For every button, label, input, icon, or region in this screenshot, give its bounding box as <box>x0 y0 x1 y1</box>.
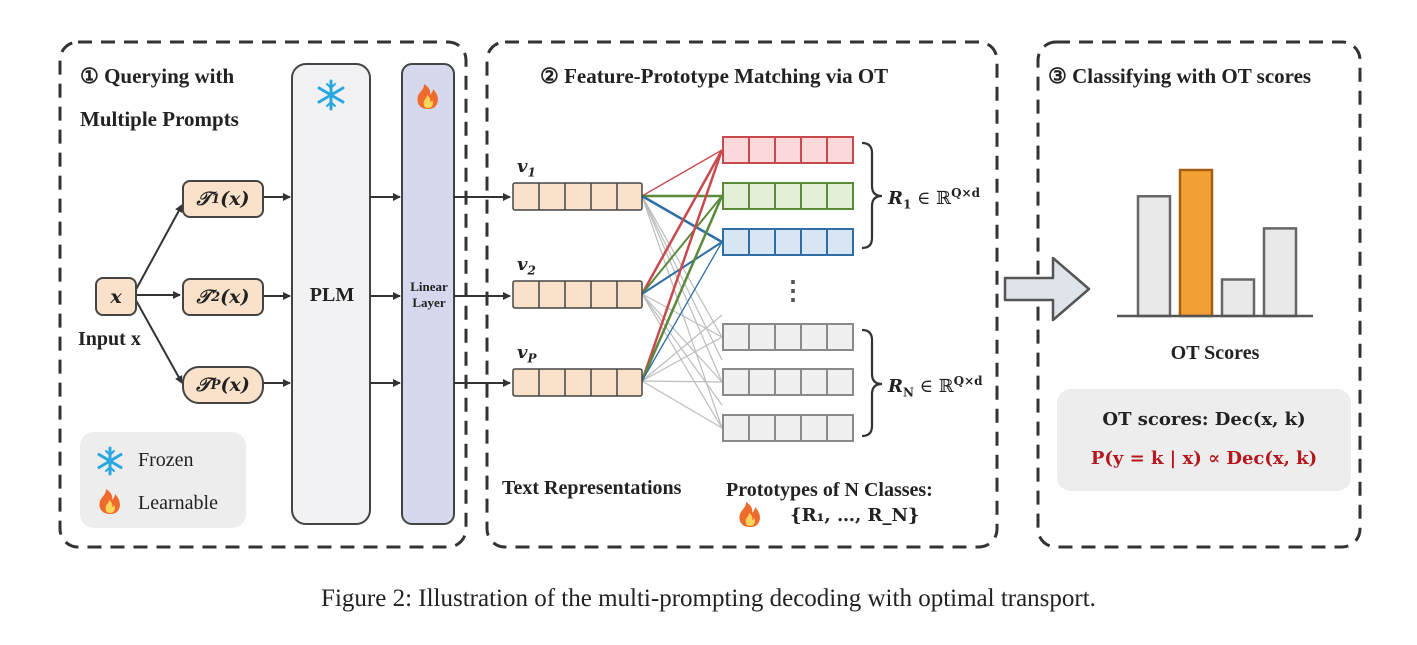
big-arrow <box>1003 256 1091 322</box>
prompt-1-T: 𝒯 <box>196 188 212 210</box>
brace-rn <box>861 328 883 438</box>
formula-box <box>1057 389 1351 491</box>
fire-icon-legend <box>99 489 120 514</box>
panel3-number: ③ <box>1048 64 1067 88</box>
legend-box <box>80 432 246 528</box>
v1-sub: 1 <box>527 165 536 180</box>
prototype-row-red <box>722 136 854 164</box>
ot-score-bar-2 <box>1178 168 1214 318</box>
rn-R: R <box>888 376 903 397</box>
prototype-row-green <box>722 182 854 210</box>
prompt-1-sub: 1 <box>211 191 221 207</box>
linear-layer-box <box>401 63 455 525</box>
ot-score-bars <box>1136 168 1298 318</box>
panel2-title-text: Feature-Prototype Matching via OT <box>564 64 889 88</box>
input-branch-lines <box>132 204 183 384</box>
prototypes-set: {R₁, …, R_N} <box>790 505 920 526</box>
formula-line1: OT scores: Dec(x, k) <box>1102 409 1306 430</box>
rn-label: RN ∈ ℝQ×d <box>888 374 983 400</box>
ot-score-bar-1 <box>1136 195 1172 318</box>
ot-score-bar-4 <box>1262 227 1298 318</box>
panel3-title: ③ Classifying with OT scores <box>1048 64 1311 89</box>
panel2-number: ② <box>540 64 559 88</box>
r1-R: R <box>888 188 903 209</box>
r1-rest: ∈ ℝ <box>911 188 952 209</box>
prompt-2-arg: (x) <box>220 286 250 308</box>
panel3-title-text: Classifying with OT scores <box>1072 64 1312 88</box>
ellipsis-dots: ⋮ <box>780 276 806 305</box>
input-symbol: x <box>110 285 122 308</box>
panel1-title-text: Querying with <box>104 64 235 88</box>
r1-sup: Q×d <box>951 186 980 200</box>
legend-snowflake-icon <box>97 446 123 476</box>
linear-layer-label: Linear Layer <box>402 279 456 311</box>
figure-caption: Figure 2: Illustration of the multi-prom… <box>321 585 1096 612</box>
formula-line2: P(y = k | x) ∝ Dec(x, k) <box>1090 448 1318 469</box>
rn-sup: Q×d <box>953 374 983 388</box>
vector-v2-label: v2 <box>517 254 536 278</box>
prompt-to-plm-arrows <box>261 193 291 387</box>
panel2-border <box>485 40 999 549</box>
plm-to-linear-arrows <box>370 193 401 387</box>
v1-symbol: v <box>517 156 528 177</box>
v2-sub: 2 <box>527 263 536 278</box>
vp-symbol: v <box>517 342 528 363</box>
r1-sub: 1 <box>902 197 912 212</box>
prompt-1-arg: (x) <box>220 188 250 210</box>
rn-sub: N <box>902 385 914 400</box>
panel1-title-line2: Multiple Prompts <box>80 107 239 131</box>
rn-rest: ∈ ℝ <box>913 376 954 397</box>
panel2-title: ② Feature-Prototype Matching via OT <box>540 64 888 89</box>
fire-icon-linear-layer <box>417 84 438 109</box>
prompt-p-T: 𝒯 <box>196 374 211 396</box>
linear-label-line1: Linear <box>410 279 448 294</box>
ot-score-bar-3 <box>1220 278 1256 318</box>
prototypes-label: Prototypes of N Classes: <box>726 479 933 501</box>
panel1-number: ① <box>80 64 99 88</box>
input-x-box: x <box>95 277 137 316</box>
vector-v2-cells <box>512 280 643 309</box>
prototype-rows-gray <box>722 323 854 442</box>
vector-vp-label: vP <box>517 342 537 366</box>
prototype-row-blue <box>722 228 854 256</box>
linear-to-vector-arrows <box>454 193 511 387</box>
linear-label-line2: Layer <box>412 295 446 310</box>
v2-symbol: v <box>517 254 528 275</box>
prompt-2-sub: 2 <box>211 289 221 305</box>
prompt-p-sub: P <box>210 377 221 393</box>
legend-frozen-label: Frozen <box>138 449 194 471</box>
vector-v1-cells <box>512 182 643 211</box>
transport-lines-colored <box>640 149 724 382</box>
panel1-title-line1: ① Querying with <box>80 64 234 89</box>
vector-v1-label: v1 <box>517 156 536 180</box>
brace-r1 <box>861 141 883 250</box>
prompt-2-T: 𝒯 <box>196 286 212 308</box>
plm-label: PLM <box>309 284 355 306</box>
text-representations-label: Text Representations <box>502 477 682 499</box>
legend-learnable-label: Learnable <box>138 492 218 514</box>
vp-sub: P <box>527 351 537 366</box>
vector-vp-cells <box>512 368 643 397</box>
input-label: Input x <box>78 328 141 350</box>
r1-label: R1 ∈ ℝQ×d <box>888 186 980 212</box>
plm-box <box>291 63 371 525</box>
panel1-border <box>58 40 468 549</box>
prompt-p-arg: (x) <box>220 374 250 396</box>
ot-scores-label: OT Scores <box>1170 342 1260 364</box>
fire-icon-prototypes <box>739 502 760 527</box>
snowflake-icon <box>317 79 345 111</box>
